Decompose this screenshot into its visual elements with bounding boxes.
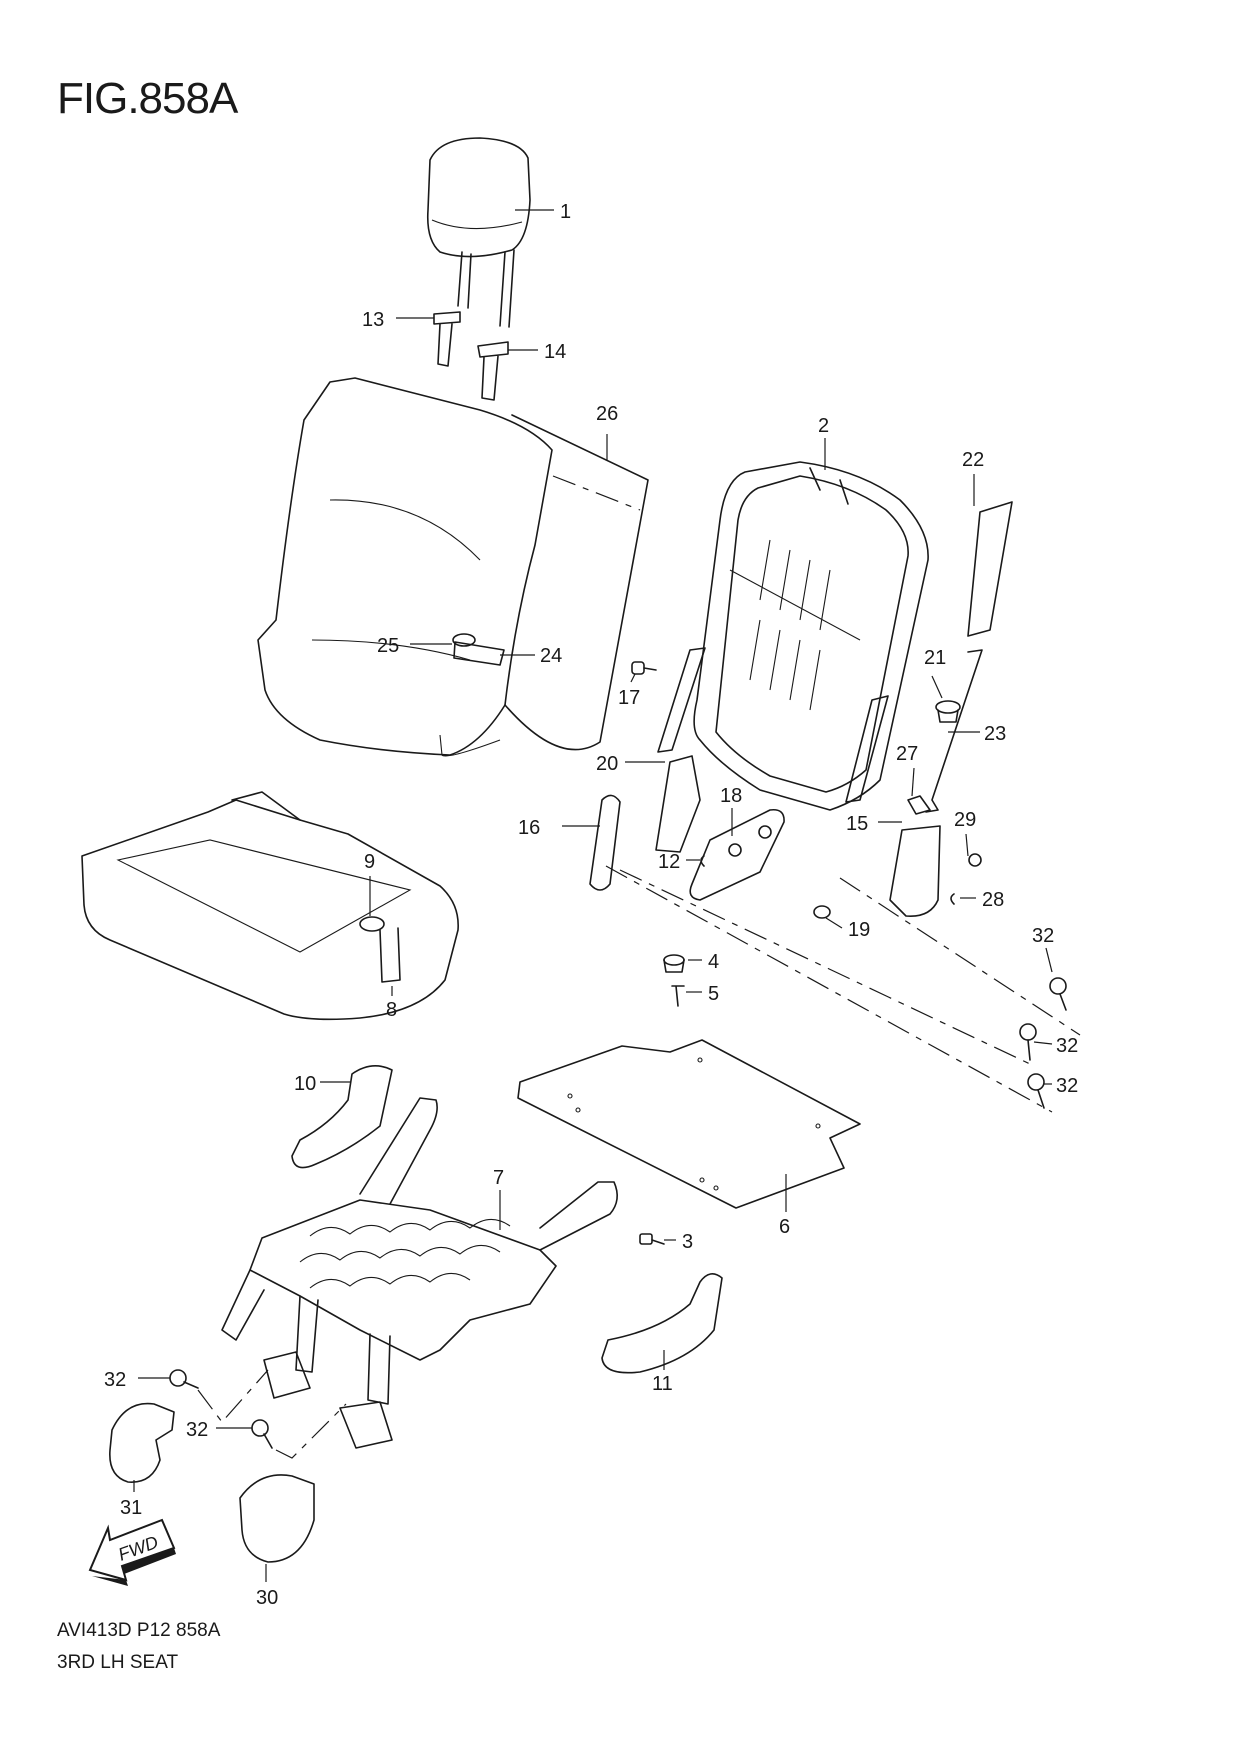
screw-5 — [671, 985, 685, 1007]
callout-32a: 32 — [1032, 925, 1054, 947]
callout-2: 2 — [818, 415, 829, 437]
clip-28 — [950, 893, 955, 905]
callout-7: 7 — [493, 1167, 504, 1189]
bolt-32-right-c — [1027, 1073, 1045, 1109]
recliner-hinge-18 — [689, 808, 785, 901]
callout-5: 5 — [708, 983, 719, 1005]
callout-labels: 1 2 3 4 5 6 7 8 9 10 11 12 13 14 15 16 1… — [104, 201, 1078, 1609]
clip-27 — [907, 795, 931, 815]
alignment-line — [839, 877, 1081, 1036]
headrest-guide-13 — [433, 311, 461, 367]
alignment-line — [197, 1369, 269, 1423]
callout-27: 27 — [896, 743, 918, 765]
clip-17 — [631, 661, 657, 675]
callout-18: 18 — [720, 785, 742, 807]
side-trim-11 — [601, 1273, 723, 1374]
callout-16: 16 — [518, 817, 540, 839]
figure-title: FIG.858A — [57, 74, 238, 123]
bolt-3 — [639, 1233, 665, 1245]
callout-3: 3 — [682, 1231, 693, 1253]
callout-31: 31 — [120, 1497, 142, 1519]
callout-9: 9 — [364, 851, 375, 873]
floor-plate — [517, 1039, 861, 1209]
foot-cover-31 — [109, 1402, 175, 1483]
alignment-line — [619, 869, 1031, 1065]
callout-6: 6 — [779, 1216, 790, 1238]
bolt-32-right-b — [1019, 1023, 1037, 1061]
callout-17: 17 — [618, 687, 640, 709]
callout-22: 22 — [962, 449, 984, 471]
headrest-guide-14 — [477, 341, 509, 401]
callout-15: 15 — [846, 813, 868, 835]
trim-strip — [967, 501, 1013, 637]
callout-30: 30 — [256, 1587, 278, 1609]
seatback-cover — [257, 377, 649, 757]
callout-10: 10 — [294, 1073, 316, 1095]
callout-26: 26 — [596, 403, 618, 425]
callout-23: 23 — [984, 723, 1006, 745]
callout-32b: 32 — [1056, 1035, 1078, 1057]
hinge-cover-15 — [889, 825, 941, 917]
callout-1: 1 — [560, 201, 571, 223]
release-rod — [925, 649, 983, 813]
seatback-frame — [657, 461, 929, 811]
figure-code: AVI413D P12 858A — [57, 1620, 221, 1641]
alignment-line — [605, 865, 1053, 1113]
clip-12 — [700, 855, 705, 867]
fwd-arrow-icon: FWD — [88, 1518, 176, 1586]
callout-21: 21 — [924, 647, 946, 669]
callout-14: 14 — [544, 341, 566, 363]
callout-8: 8 — [386, 999, 397, 1021]
bolt-32-left-b — [251, 1419, 273, 1449]
callout-20: 20 — [596, 753, 618, 775]
nut-19 — [813, 905, 831, 919]
callout-12: 12 — [658, 851, 680, 873]
seat-cushion — [81, 791, 459, 1021]
callout-11: 11 — [652, 1373, 673, 1395]
screw-29 — [968, 853, 982, 867]
callout-24: 24 — [540, 645, 562, 667]
callout-25: 25 — [377, 635, 399, 657]
alignment-line — [275, 1403, 347, 1459]
side-trim-10 — [291, 1065, 393, 1169]
callout-32c: 32 — [1056, 1075, 1078, 1097]
grommet-21 — [935, 700, 961, 723]
callout-19: 19 — [848, 919, 870, 941]
figure-caption: 3RD LH SEAT — [57, 1652, 179, 1673]
callout-13: 13 — [362, 309, 384, 331]
callout-28: 28 — [982, 889, 1004, 911]
bolt-32-left-a — [169, 1369, 199, 1389]
hinge-bracket-16 — [589, 794, 621, 891]
bolt-32-right-a — [1049, 977, 1067, 1011]
cushion-frame — [221, 1097, 618, 1449]
side-cover-20 — [655, 755, 701, 853]
callout-4: 4 — [708, 951, 719, 973]
bumper-4 — [663, 954, 685, 973]
callout-29: 29 — [954, 809, 976, 831]
leader-lines — [133, 209, 1053, 1582]
callout-32d: 32 — [104, 1369, 126, 1391]
callout-32e: 32 — [186, 1419, 208, 1441]
headrest — [426, 137, 531, 328]
foot-cover-30 — [239, 1474, 315, 1563]
